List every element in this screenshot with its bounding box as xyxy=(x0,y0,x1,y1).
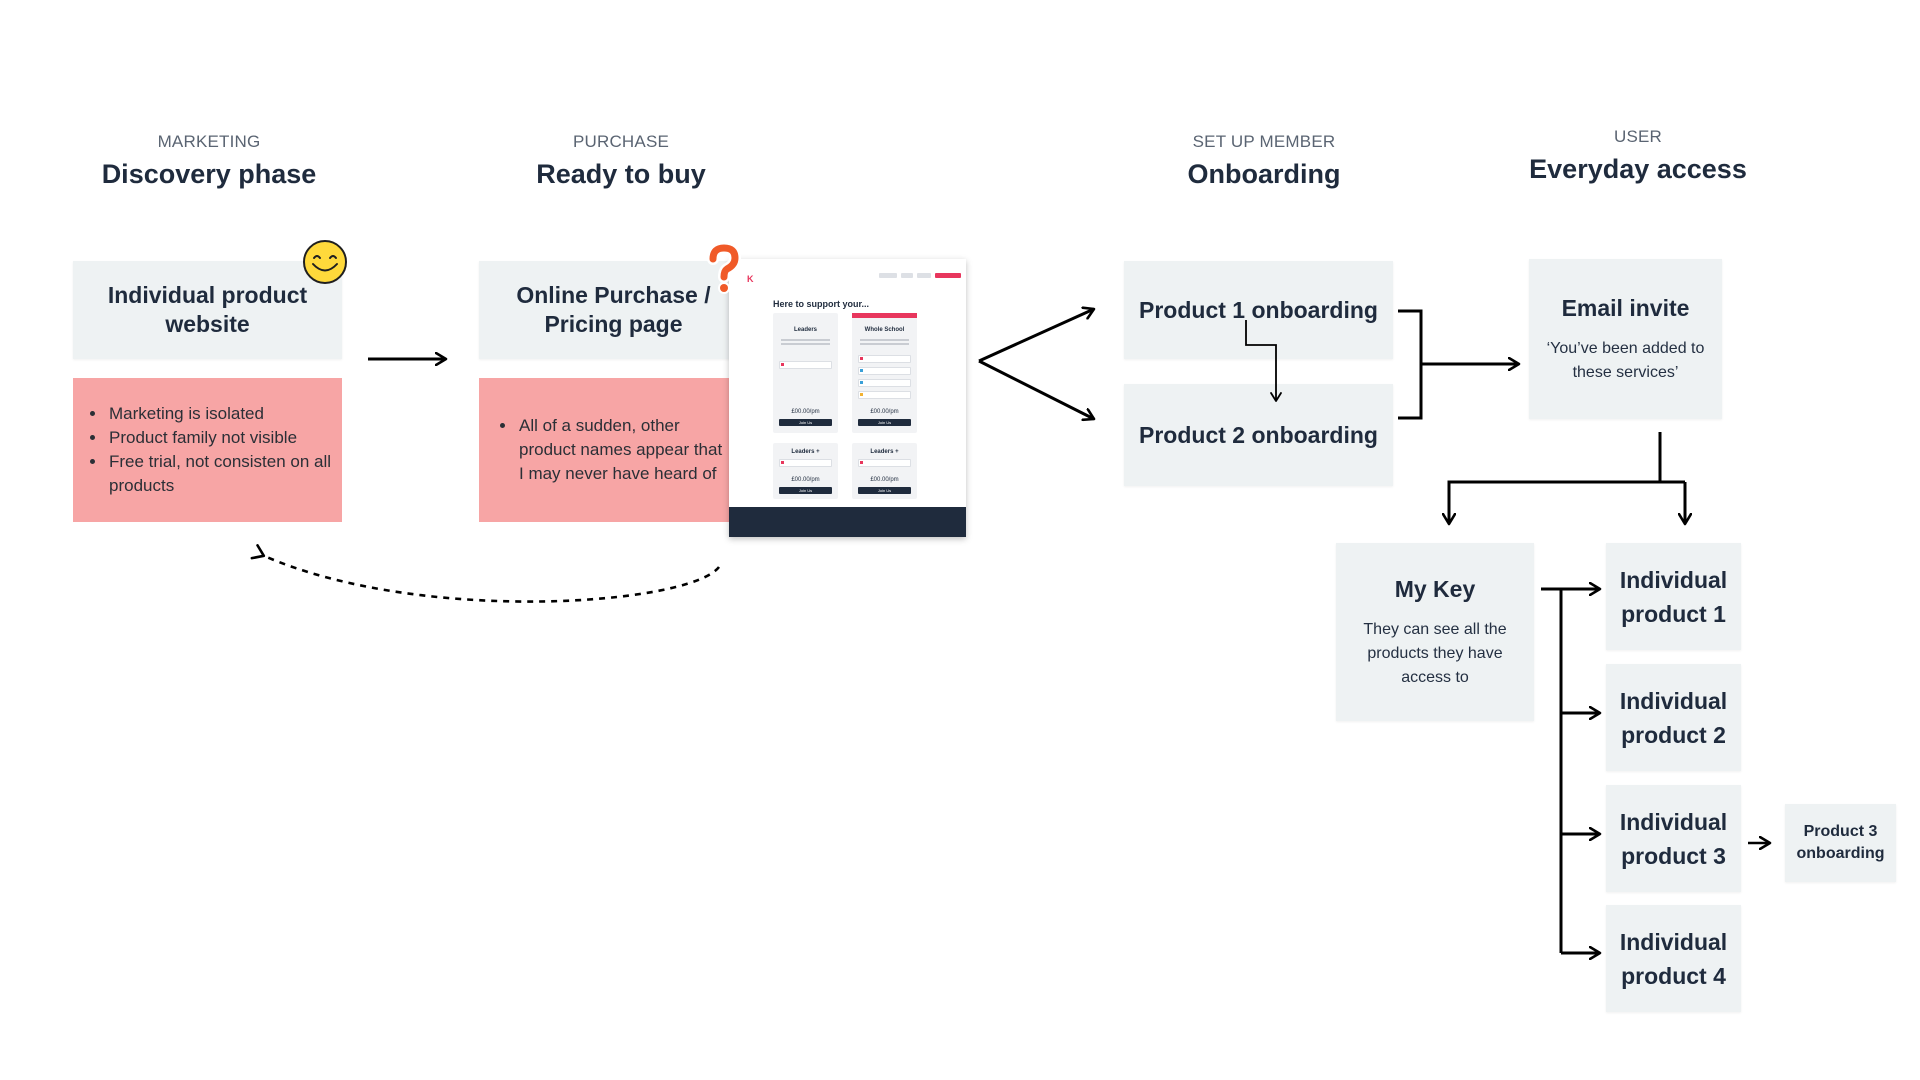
card-individual-product-2: Individual product 2 xyxy=(1606,664,1741,771)
mock-plan-title: Leaders + xyxy=(870,449,899,455)
card-individual-product-4: Individual product 4 xyxy=(1606,905,1741,1012)
mock-plan-card: Leaders + £00.00/pm Join Us xyxy=(773,443,838,499)
note-item: Product family not visible xyxy=(107,426,342,450)
card-title: Individual product 3 xyxy=(1619,808,1728,869)
note-item: Free trial, not consisten on all product… xyxy=(107,450,342,498)
mock-logo: K xyxy=(747,274,754,284)
mock-plan-card: Leaders £00.00/pm Join Us xyxy=(773,313,838,433)
card-title: Product 3 onboarding xyxy=(1796,823,1885,862)
card-product-2-onboarding: Product 2 onboarding xyxy=(1124,384,1393,486)
mock-plan-title: Leaders + xyxy=(791,449,820,455)
card-title: Individual product website xyxy=(107,282,308,337)
card-title: Product 1 onboarding xyxy=(1139,296,1378,323)
phase-title-ready-to-buy: Ready to buy xyxy=(536,159,706,189)
card-text: They can see all the products they have … xyxy=(1363,620,1507,686)
bracket-onboarding xyxy=(1398,309,1423,420)
mock-heading: Here to support your... xyxy=(773,299,870,309)
card-my-key: My Key They can see all the products the… xyxy=(1336,543,1534,721)
mock-plan-title: Leaders xyxy=(793,327,817,333)
note-item: Marketing is isolated xyxy=(107,402,342,426)
phase-label-set-up-member: SET UP MEMBER xyxy=(1192,132,1336,151)
note-marketing: Marketing is isolated Product family not… xyxy=(73,378,342,522)
pricing-page-screenshot: K Here to support your... Leaders £00.00… xyxy=(729,259,966,537)
mock-plan-title: Whole School xyxy=(864,327,905,333)
question-mark-icon xyxy=(707,244,742,294)
arrow-to-product-2-onboarding xyxy=(978,359,1094,419)
mock-plan-button: Join Us xyxy=(858,487,911,494)
mock-plan-button: Join Us xyxy=(779,419,832,426)
card-title: Product 2 onboarding xyxy=(1139,421,1378,448)
note-purchase: All of a sudden, other product names app… xyxy=(479,378,729,522)
arrow-split-from-email xyxy=(1449,432,1662,524)
smiley-face-icon xyxy=(303,240,347,284)
note-purchase-list: All of a sudden, other product names app… xyxy=(479,414,729,486)
mock-plan-button: Join Us xyxy=(858,419,911,426)
card-text: ‘You’ve been added to these services’ xyxy=(1546,339,1705,381)
card-title: Individual product 2 xyxy=(1619,687,1728,748)
card-individual-product-3: Individual product 3 xyxy=(1606,785,1741,892)
card-title: Individual product 4 xyxy=(1619,928,1728,989)
card-individual-product-1: Individual product 1 xyxy=(1606,543,1741,650)
mock-plan-card: Leaders + £00.00/pm Join Us xyxy=(852,443,917,499)
mock-plan-card: Whole School £00.00/pm Join Us xyxy=(852,313,917,433)
card-title: Online Purchase / Pricing page xyxy=(516,282,711,337)
card-title: Individual product 1 xyxy=(1619,566,1728,627)
card-title: Email invite xyxy=(1561,294,1690,321)
card-email-invite: Email invite ‘You’ve been added to these… xyxy=(1529,259,1722,419)
card-product-3-onboarding: Product 3 onboarding xyxy=(1785,804,1896,882)
mock-plan-button: Join Us xyxy=(779,487,832,494)
note-marketing-list: Marketing is isolated Product family not… xyxy=(73,402,342,498)
mock-plan-price: £00.00/pm xyxy=(791,409,820,415)
note-item: All of a sudden, other product names app… xyxy=(517,414,725,486)
mock-plan-price: £00.00/pm xyxy=(870,409,899,415)
phase-title-everyday-access: Everyday access xyxy=(1529,154,1747,184)
phase-label-marketing: MARKETING xyxy=(157,132,261,151)
card-product-1-onboarding: Product 1 onboarding xyxy=(1124,261,1393,359)
card-online-purchase: Online Purchase / Pricing page xyxy=(479,261,748,359)
mock-plan-price: £00.00/pm xyxy=(791,477,820,483)
mock-plan-price: £00.00/pm xyxy=(870,477,899,483)
card-title: My Key xyxy=(1394,575,1476,602)
card-individual-product-website: Individual product website xyxy=(73,261,342,359)
arrow-dashed-return xyxy=(250,544,721,603)
phase-label-purchase: PURCHASE xyxy=(572,132,670,151)
phase-title-onboarding: Onboarding xyxy=(1187,159,1341,189)
arrow-to-product-1-onboarding xyxy=(978,309,1094,363)
mock-footer xyxy=(729,507,966,537)
arrow-product-1-to-product-2 xyxy=(1245,320,1282,402)
phase-title-discovery: Discovery phase xyxy=(101,159,317,189)
phase-label-user: USER xyxy=(1613,127,1663,146)
